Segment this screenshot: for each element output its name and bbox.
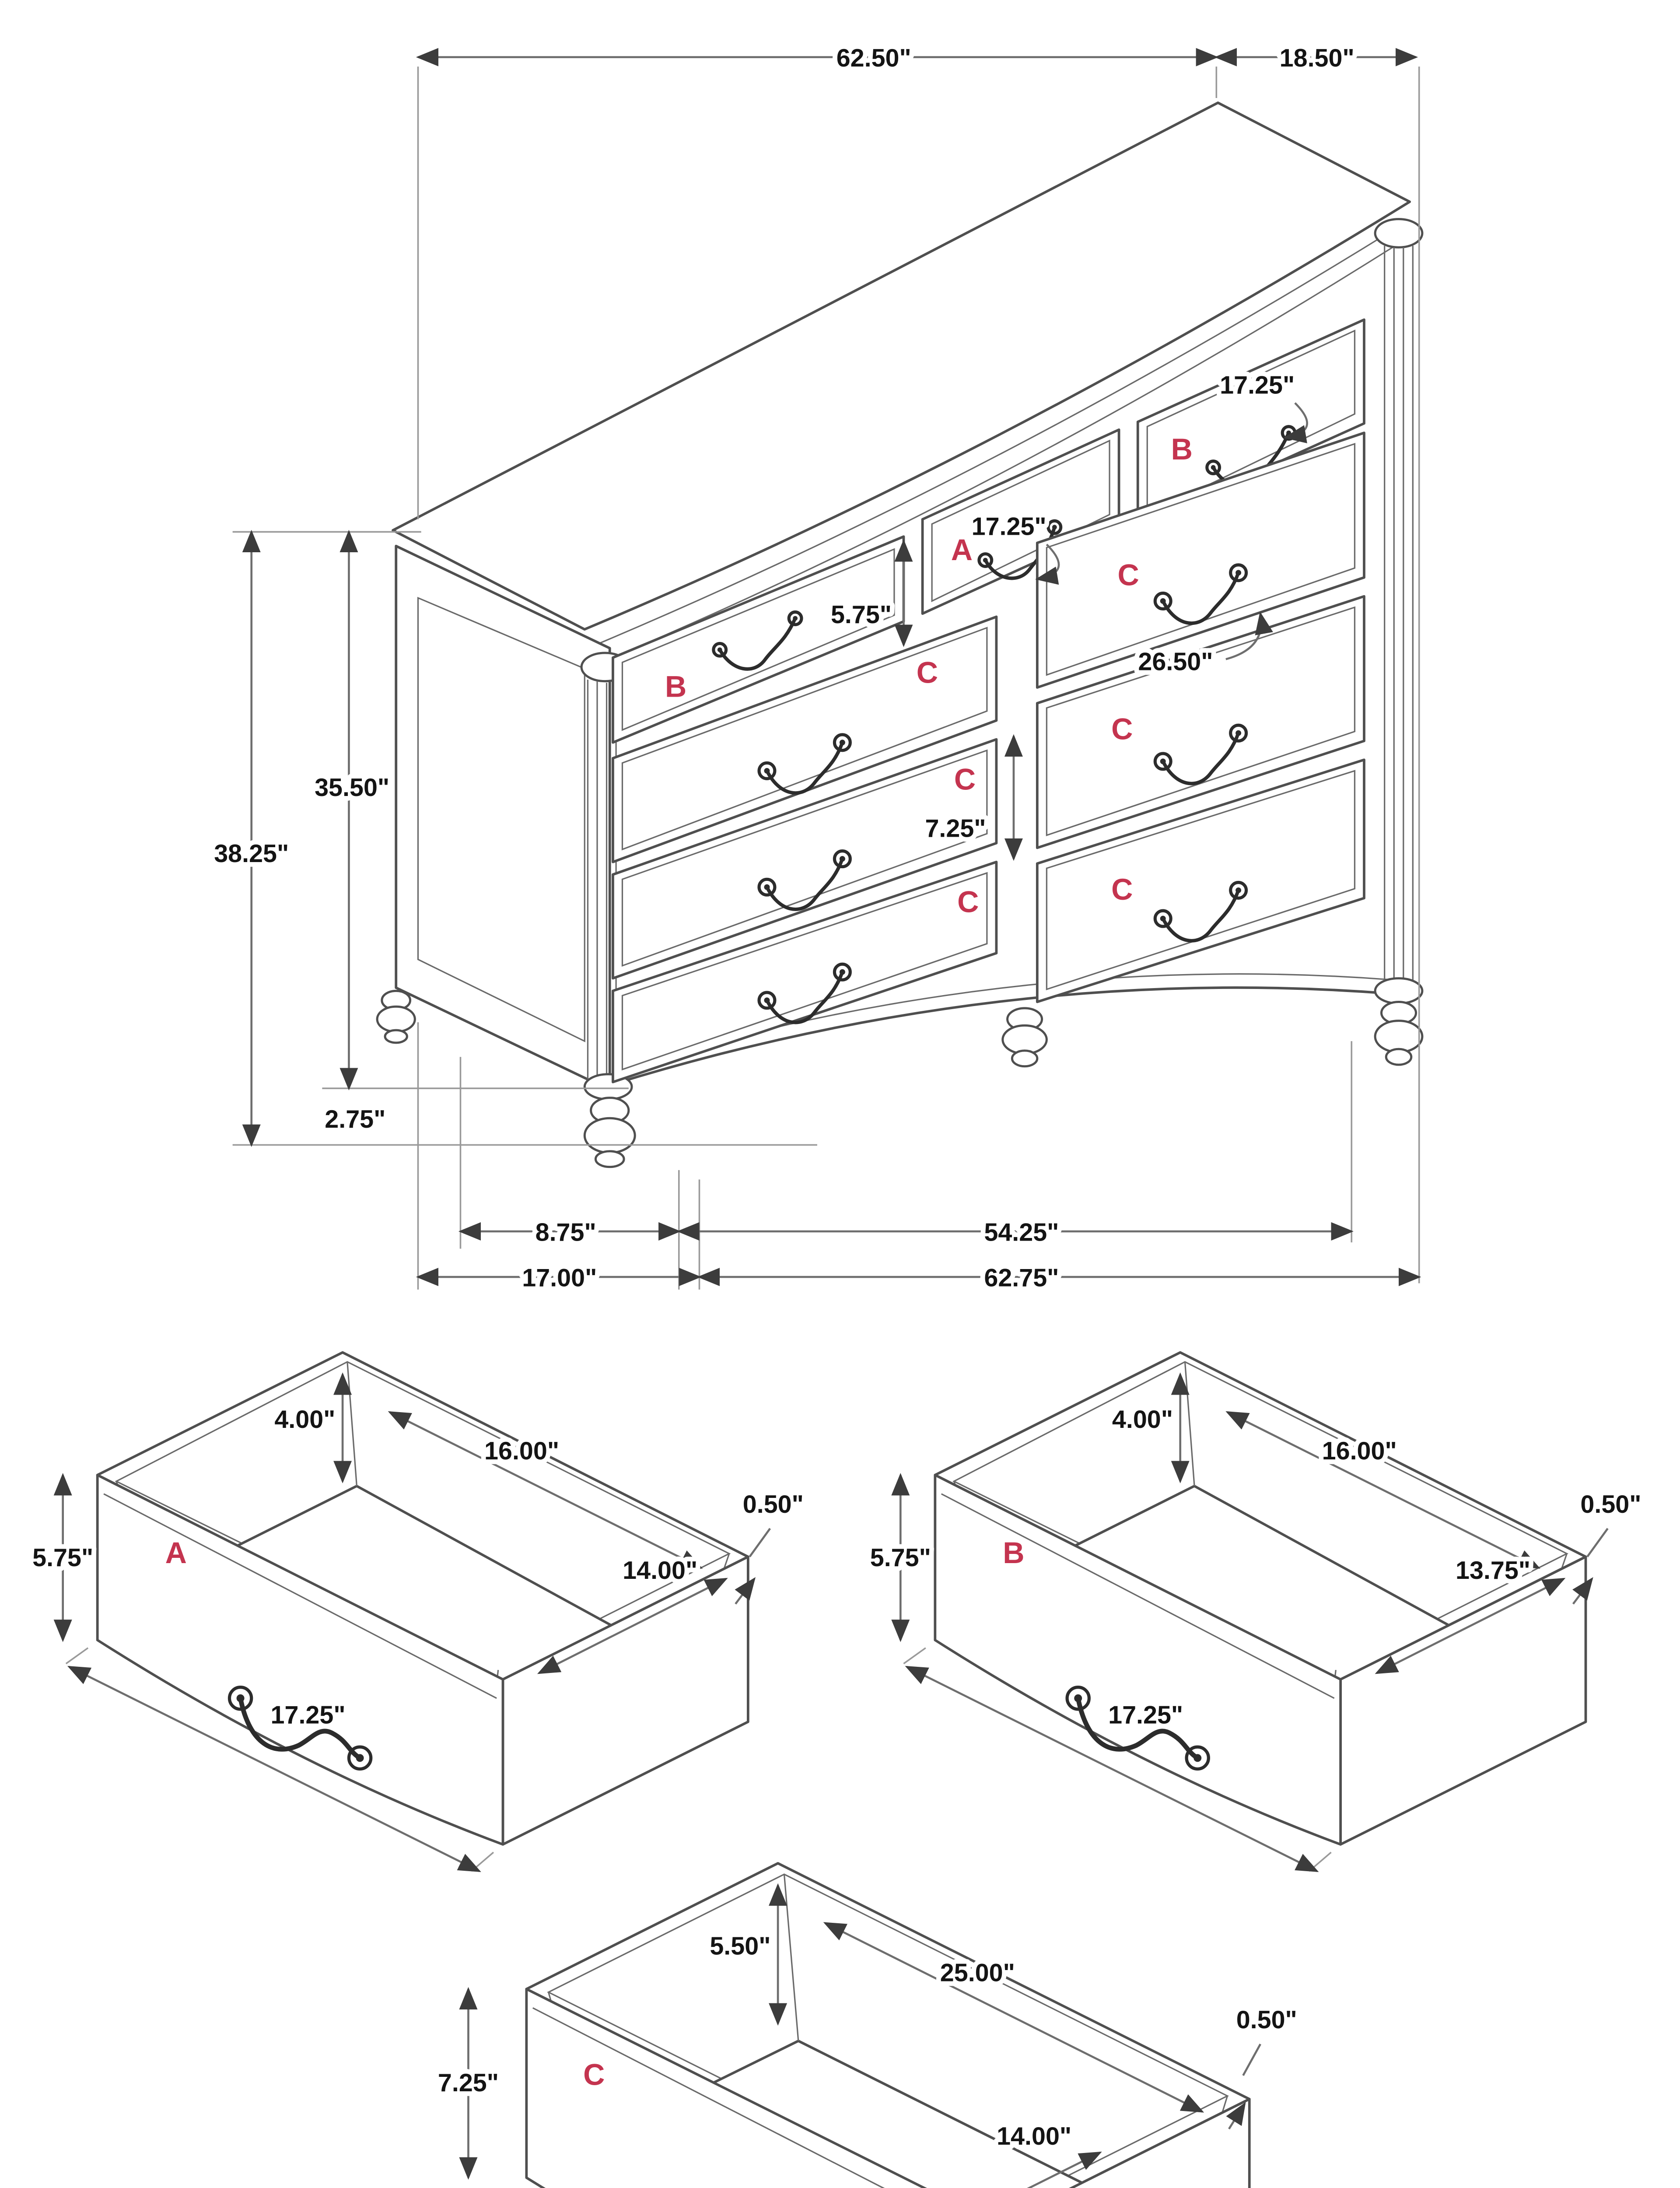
dim-top-width-label: 62.50" — [836, 44, 911, 72]
drawer-c-label: C — [583, 2058, 605, 2091]
drawer-label-c: C — [1118, 559, 1139, 592]
dim-small-b-width-label: 17.25" — [1220, 371, 1295, 399]
dim-c-inner-length — [823, 1922, 1204, 2113]
dim-a-outer-width-label: 17.25" — [271, 1701, 346, 1729]
dim-foot-height-label: 2.75" — [325, 1105, 385, 1133]
dim-a-wall-label: 0.50" — [743, 1490, 804, 1518]
dim-c-wall-arrows — [1229, 2043, 1260, 2130]
drawer-c-view: C 7.25" 5.50" 25.00" 0.50" 14.00" 26.50" — [433, 1862, 1302, 2188]
dim-b-outer-width-label: 17.25" — [1108, 1701, 1183, 1729]
dim-small-a-width-label: 17.25" — [972, 513, 1046, 541]
dresser-top-face — [392, 101, 1411, 631]
drawer-large-left-3: C — [612, 860, 998, 1083]
drawer-label-b-top: B — [1171, 433, 1193, 466]
dim-foot-inset-label: 8.75" — [536, 1218, 596, 1246]
drawer-large-right-3: C — [1036, 758, 1365, 1003]
leader-large-drawer-width — [1225, 611, 1273, 660]
drawer-b-front-inner-line — [941, 1493, 1335, 1699]
dim-c-inner-depth — [906, 2151, 1102, 2188]
drawer-large-left-2: C — [612, 738, 998, 980]
drawer-large-left-1: C — [612, 615, 998, 863]
drawer-label-c: C — [917, 656, 938, 689]
dim-b-front-height-label: 5.75" — [870, 1544, 931, 1572]
dim-b-wall-arrows — [1573, 1528, 1608, 1605]
dim-b-wall-label: 0.50" — [1580, 1490, 1641, 1518]
drawer-b-label: B — [1003, 1536, 1024, 1570]
dim-small-drawer-height-label: 5.75" — [831, 601, 892, 629]
drawer-label-c: C — [954, 763, 976, 796]
dim-a-inner-length-label: 16.00" — [484, 1437, 559, 1465]
dim-c-inner-depth-label: 14.00" — [997, 2122, 1071, 2150]
dim-a-inner-length — [388, 1411, 703, 1569]
dim-a-wall-arrows — [735, 1528, 770, 1605]
drawer-c-front-inner-line — [532, 2007, 885, 2188]
leader-small-a-width — [1035, 543, 1060, 585]
dresser-view: B A B C — [209, 39, 1424, 1297]
drawer-b-view: B 5.75" 4.00" 16.00" 0.50" 13.75" 17.25" — [865, 1351, 1646, 1872]
dim-top-depth-label: 18.50" — [1280, 44, 1354, 72]
dresser-middle-foot — [1001, 1007, 1048, 1068]
dim-c-front-height-label: 7.25" — [438, 2069, 499, 2097]
dim-b-outer-width — [905, 1666, 1319, 1872]
drawer-label-c: C — [1111, 713, 1133, 746]
dresser-side-face — [395, 544, 611, 1091]
drawer-large-right-1: C — [1036, 431, 1365, 689]
dim-c-inner-height-label: 5.50" — [710, 1932, 770, 1960]
dresser-bottom-rail — [608, 986, 1397, 1087]
drawer-label-c: C — [1111, 873, 1133, 906]
drawer-large-right-2: C — [1036, 595, 1365, 849]
drawer-label-c: C — [957, 886, 979, 919]
drawer-label-b-left: B — [665, 670, 686, 704]
drawer-a-label: A — [165, 1536, 187, 1570]
drawer-a-front-inner-line — [103, 1493, 497, 1699]
dim-a-front-height-label: 5.75" — [32, 1544, 93, 1572]
dim-c-wall-label: 0.50" — [1236, 2006, 1297, 2034]
leader-small-b-width — [1283, 402, 1308, 443]
dim-large-drawer-height-label: 7.25" — [925, 814, 986, 842]
dresser-side-panel — [417, 596, 585, 1042]
dim-feet-span-label: 54.25" — [984, 1218, 1059, 1246]
dim-case-height-label: 35.50" — [315, 774, 389, 802]
dim-a-inner-depth-label: 14.00" — [623, 1557, 697, 1585]
dim-large-drawer-width-label: 26.50" — [1138, 648, 1213, 676]
dim-a-outer-width — [67, 1666, 481, 1872]
dim-b-inner-length-label: 16.00" — [1322, 1437, 1397, 1465]
drawer-a-view: A 5.75" 4.00" 16.00" 0.50" 14.00" 17.25" — [28, 1351, 808, 1872]
dresser-back-foot — [376, 989, 416, 1044]
drawer-c-front — [525, 1988, 928, 2188]
dim-overall-width-label: 62.75" — [984, 1264, 1059, 1292]
dim-b-inner-depth-label: 13.75" — [1456, 1557, 1530, 1585]
dim-c-inner-length-label: 25.00" — [940, 1959, 1015, 1987]
dim-b-inner-height-label: 4.00" — [1112, 1406, 1173, 1434]
dresser-right-post — [1374, 218, 1424, 1066]
dim-a-inner-height-label: 4.00" — [274, 1406, 335, 1434]
drawer-label-a: A — [951, 533, 973, 567]
dim-overall-height-label: 38.25" — [214, 840, 289, 868]
dim-b-inner-length — [1225, 1411, 1540, 1569]
dim-side-depth-label: 17.00" — [522, 1264, 597, 1292]
dim-b-inner-depth — [1375, 1578, 1566, 1674]
dim-a-inner-depth — [537, 1578, 728, 1674]
